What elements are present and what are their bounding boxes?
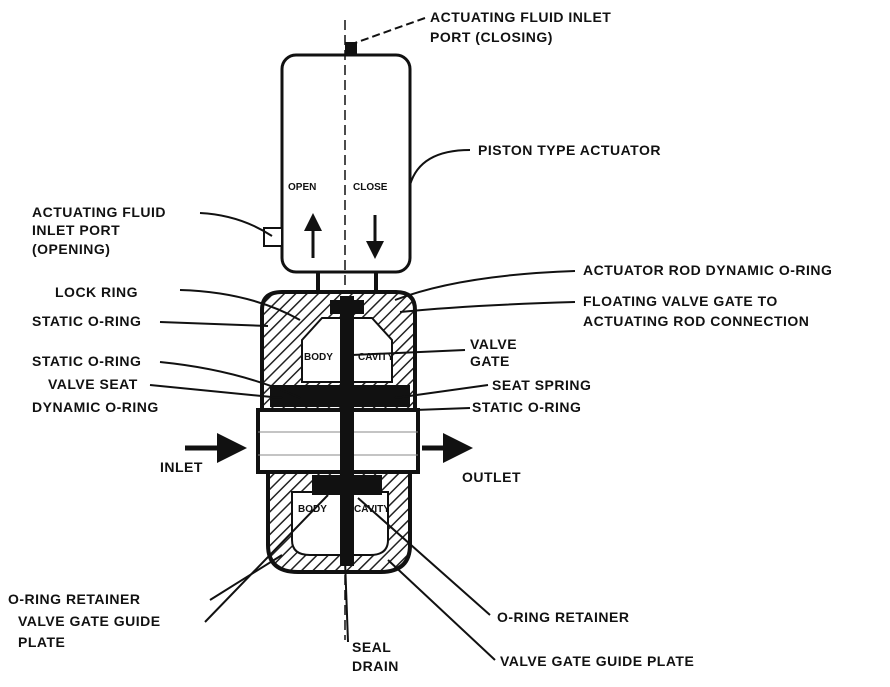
label-valve-seat: VALVE SEAT bbox=[48, 376, 138, 392]
label-left-port: INLET PORT bbox=[32, 222, 120, 238]
label-left-port: ACTUATING FLUID bbox=[32, 204, 166, 220]
label-floating-gate: FLOATING VALVE GATE TO bbox=[583, 293, 778, 309]
label-floating-gate: ACTUATING ROD CONNECTION bbox=[583, 313, 809, 329]
label-inlet: INLET bbox=[160, 459, 203, 475]
label-oring-retainer: O-RING RETAINER bbox=[497, 609, 629, 625]
label-open: OPEN bbox=[288, 182, 316, 193]
label-outlet: OUTLET bbox=[462, 469, 521, 485]
label-static-oring: STATIC O-RING bbox=[32, 313, 141, 329]
body-cavity-label: BODY bbox=[304, 352, 333, 363]
label-guide-plate: VALVE GATE GUIDE bbox=[18, 613, 161, 629]
callout-labels: ACTUATING FLUID INLET PORT (CLOSING) PIS… bbox=[8, 9, 832, 674]
label-static-oring: STATIC O-RING bbox=[32, 353, 141, 369]
valve-body: BODY CAVITY BODY CAVITY bbox=[256, 290, 420, 574]
label-piston-actuator: PISTON TYPE ACTUATOR bbox=[478, 142, 661, 158]
label-top-port: PORT (CLOSING) bbox=[430, 29, 553, 45]
label-top-port: ACTUATING FLUID INLET bbox=[430, 9, 611, 25]
label-oring-retainer: O-RING RETAINER bbox=[8, 591, 140, 607]
label-lock-ring: LOCK RING bbox=[55, 284, 138, 300]
label-seal-drain: SEAL bbox=[352, 639, 391, 655]
leader-lines bbox=[149, 17, 576, 661]
label-valve-gate: VALVE bbox=[470, 336, 517, 352]
label-valve-gate: GATE bbox=[470, 353, 510, 369]
label-seat-spring: SEAT SPRING bbox=[492, 377, 591, 393]
label-seal-drain: DRAIN bbox=[352, 658, 399, 674]
label-left-port: (OPENING) bbox=[32, 241, 110, 257]
label-close: CLOSE bbox=[353, 182, 388, 193]
body-cavity-label: CAVITY bbox=[358, 352, 394, 363]
label-guide-plate: PLATE bbox=[18, 634, 65, 650]
label-static-oring: STATIC O-RING bbox=[472, 399, 581, 415]
label-guide-plate: VALVE GATE GUIDE PLATE bbox=[500, 653, 694, 669]
label-rod-oring: ACTUATOR ROD DYNAMIC O-RING bbox=[583, 262, 832, 278]
label-valve-seat: DYNAMIC O-RING bbox=[32, 399, 159, 415]
